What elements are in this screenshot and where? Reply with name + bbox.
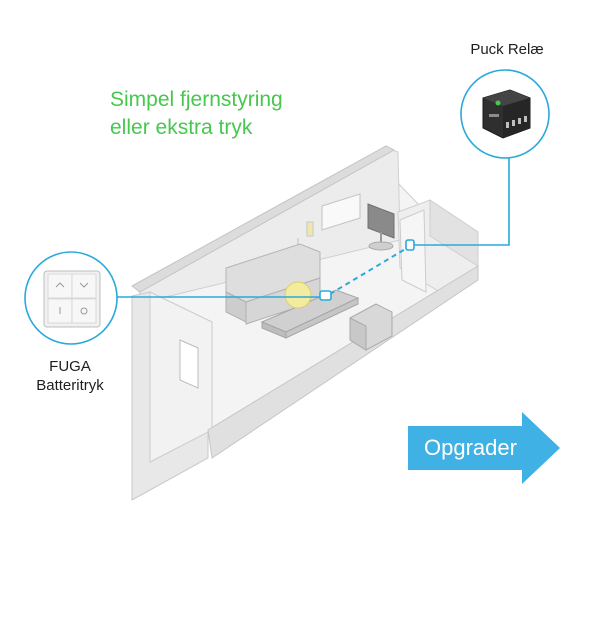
room-door-panel — [399, 209, 427, 293]
room-window — [179, 339, 199, 389]
lamp-glow — [284, 281, 312, 309]
fuga-switch-label-line-2: Batteritryk — [36, 377, 104, 394]
switch-marker — [319, 290, 332, 301]
puck-relay-device — [482, 89, 531, 139]
connector-wireless-dashed — [329, 247, 408, 295]
fuga-switch-label: FUGA Batteritryk — [20, 357, 120, 395]
headline: Simpel fjernstyring eller ekstra tryk — [110, 86, 283, 142]
room-back-wall-top — [131, 145, 396, 293]
relay-marker — [405, 239, 415, 251]
wall-picture — [321, 193, 361, 231]
upgrade-button-label: Opgrader — [424, 435, 517, 460]
connector-relay-line — [413, 146, 510, 246]
fuga-switch-label-line-1: FUGA — [49, 358, 91, 375]
tv — [367, 203, 395, 239]
headline-line-2: eller ekstra tryk — [110, 116, 253, 139]
upgrade-button[interactable]: Opgrader — [408, 412, 560, 484]
tv-stand — [368, 241, 394, 251]
arrow-right-icon — [408, 412, 560, 484]
fuga-switch-device — [43, 270, 101, 328]
headline-line-1: Simpel fjernstyring — [110, 88, 283, 111]
wall-lamp — [306, 221, 314, 237]
puck-relay-label: Puck Relæ — [470, 41, 544, 58]
